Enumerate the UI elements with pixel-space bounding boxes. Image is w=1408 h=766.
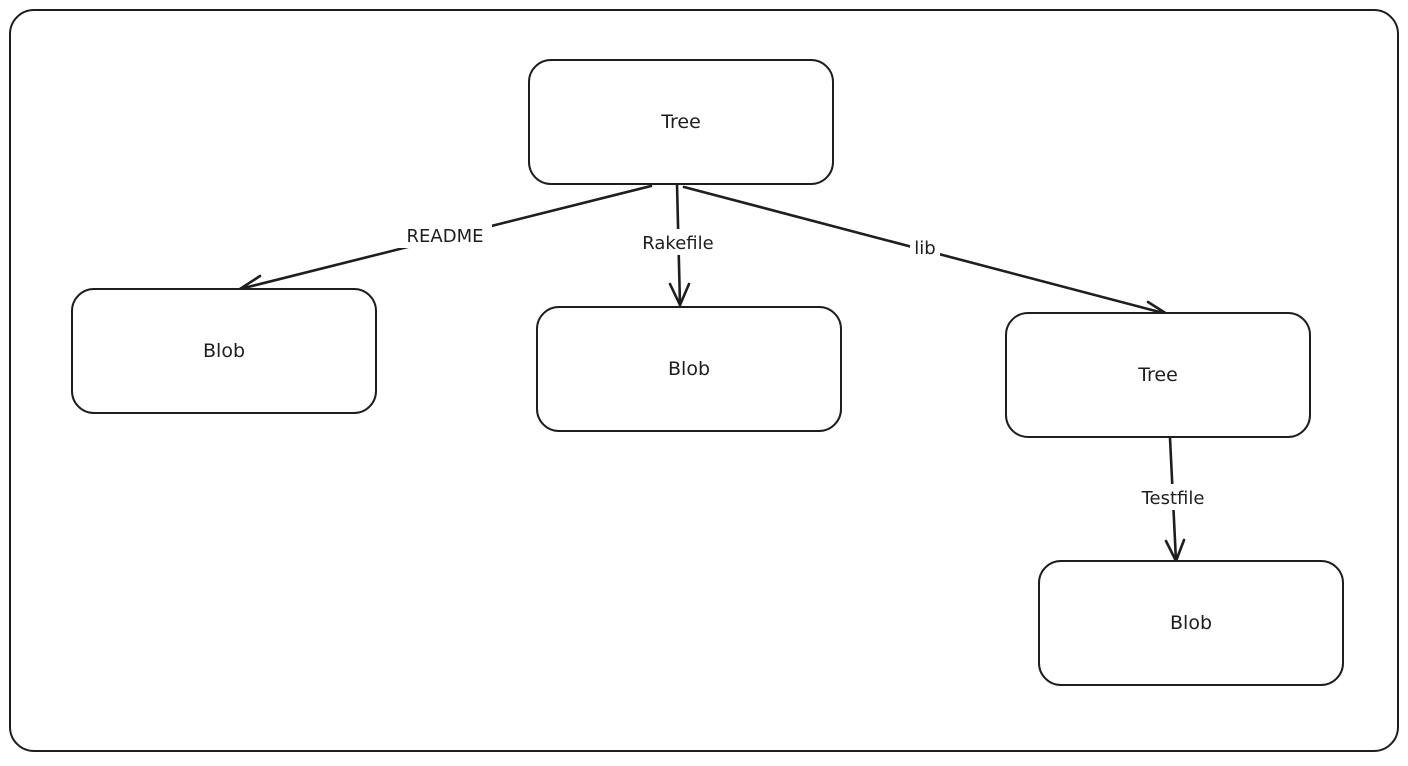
node-blob-readme-box — [71, 288, 377, 414]
node-tree-root-label: Tree — [660, 111, 701, 133]
node-blob-rakefile-label: Blob — [668, 358, 710, 380]
node-blob-testfile-box — [1038, 560, 1344, 686]
node-blob-readme-label: Blob — [203, 340, 245, 362]
node-tree-lib-box — [1005, 312, 1311, 438]
edge-readme: README — [238, 184, 653, 294]
node-blob-testfile-label: Blob — [1170, 612, 1212, 634]
node-tree-root-box — [528, 59, 834, 185]
edge-rakefile-arrowhead — [668, 282, 691, 307]
edge-testfile-label-bg — [1130, 484, 1216, 510]
edge-rakefile-label-bg — [636, 229, 720, 255]
edge-label-lib: lib — [914, 238, 935, 259]
node-tree-lib[interactable]: Tree — [1005, 312, 1311, 438]
node-blob-testfile[interactable]: Blob — [1038, 560, 1344, 686]
edge-rakefile: Rakefile — [636, 182, 720, 307]
node-blob-rakefile-box — [536, 306, 842, 432]
node-tree-root[interactable]: Tree — [528, 59, 834, 185]
edge-label-testfile: Testfile — [1141, 488, 1205, 509]
edge-lib-label-bg — [910, 234, 940, 260]
node-blob-rakefile[interactable]: Blob — [536, 306, 842, 432]
edge-label-rakefile: Rakefile — [642, 233, 713, 254]
node-blob-readme[interactable]: Blob — [71, 288, 377, 414]
edge-label-readme: README — [407, 226, 484, 247]
edge-readme-label-bg — [398, 222, 492, 248]
node-tree-lib-label: Tree — [1137, 364, 1178, 386]
